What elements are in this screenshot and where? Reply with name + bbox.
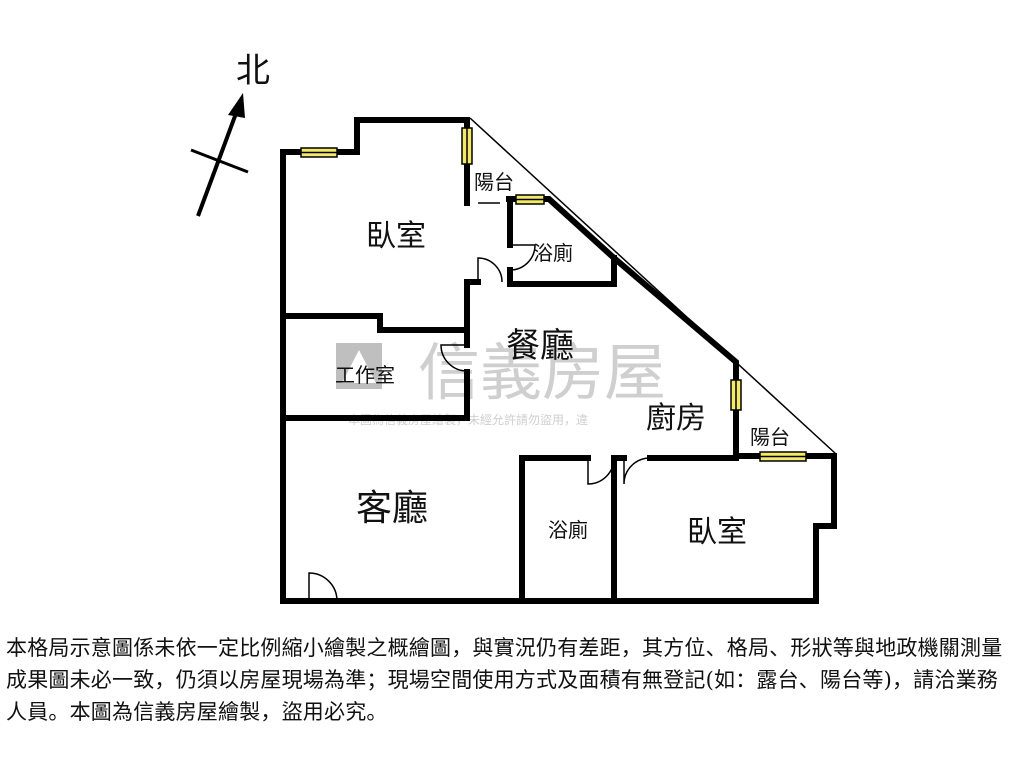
label-living: 客廳 (356, 488, 428, 529)
disclaimer-text: 本格局示意圖係未依一定比例縮小繪製之概繪圖，與實況仍有差距，其方位、格局、形狀等… (6, 636, 1003, 724)
label-balcony-right: 陽台 (750, 425, 790, 449)
door-bedroom-bottom (623, 457, 651, 485)
door-bath-bottom (587, 457, 615, 485)
windows (300, 127, 807, 462)
label-bedroom-top: 臥室 (366, 219, 426, 254)
label-balcony-top: 陽台 (474, 170, 514, 194)
doors (308, 202, 737, 602)
door-entrance (308, 572, 338, 602)
study-wall-bottom (280, 369, 470, 421)
label-dining: 餐廳 (506, 326, 574, 366)
door-study (440, 344, 468, 372)
bath-top-bottom-wall (507, 255, 617, 287)
compass-arrow-head (228, 93, 245, 118)
compass-north-label: 北 (236, 51, 270, 91)
room-labels: 臥室 陽台 浴廁 餐廳 工作室 廚房 陽台 客廳 浴廁 臥室 (335, 170, 790, 550)
watermark-logo-roof-icon (342, 350, 376, 383)
compass-cross-line (190, 148, 249, 174)
label-bath-bottom: 浴廁 (548, 518, 588, 542)
watermark: 信義房屋 本圖為信義房屋繪製，未經允許請勿盜用，違 (336, 336, 666, 427)
door-bath-top (509, 244, 536, 271)
north-compass: 北 (190, 51, 270, 217)
label-study: 工作室 (335, 363, 395, 387)
label-bath-top: 浴廁 (533, 241, 573, 265)
outer-wall-bottom-right (517, 453, 837, 604)
label-kitchen: 廚房 (646, 401, 706, 436)
watermark-brand: 信義房屋 (418, 336, 666, 409)
balcony-rails (469, 117, 837, 455)
floor-plan: 北 信義房屋 本圖為信義房屋繪製，未經允許請勿盜用，違 (190, 51, 837, 604)
bedroom-top-wall (280, 279, 481, 333)
bath-bedroom-divider (611, 455, 627, 604)
balcony-rail-diagonal (469, 117, 837, 455)
door-bedroom-top (477, 257, 503, 283)
label-bedroom-bottom: 臥室 (687, 515, 747, 550)
bath-bottom-wall (519, 455, 591, 604)
